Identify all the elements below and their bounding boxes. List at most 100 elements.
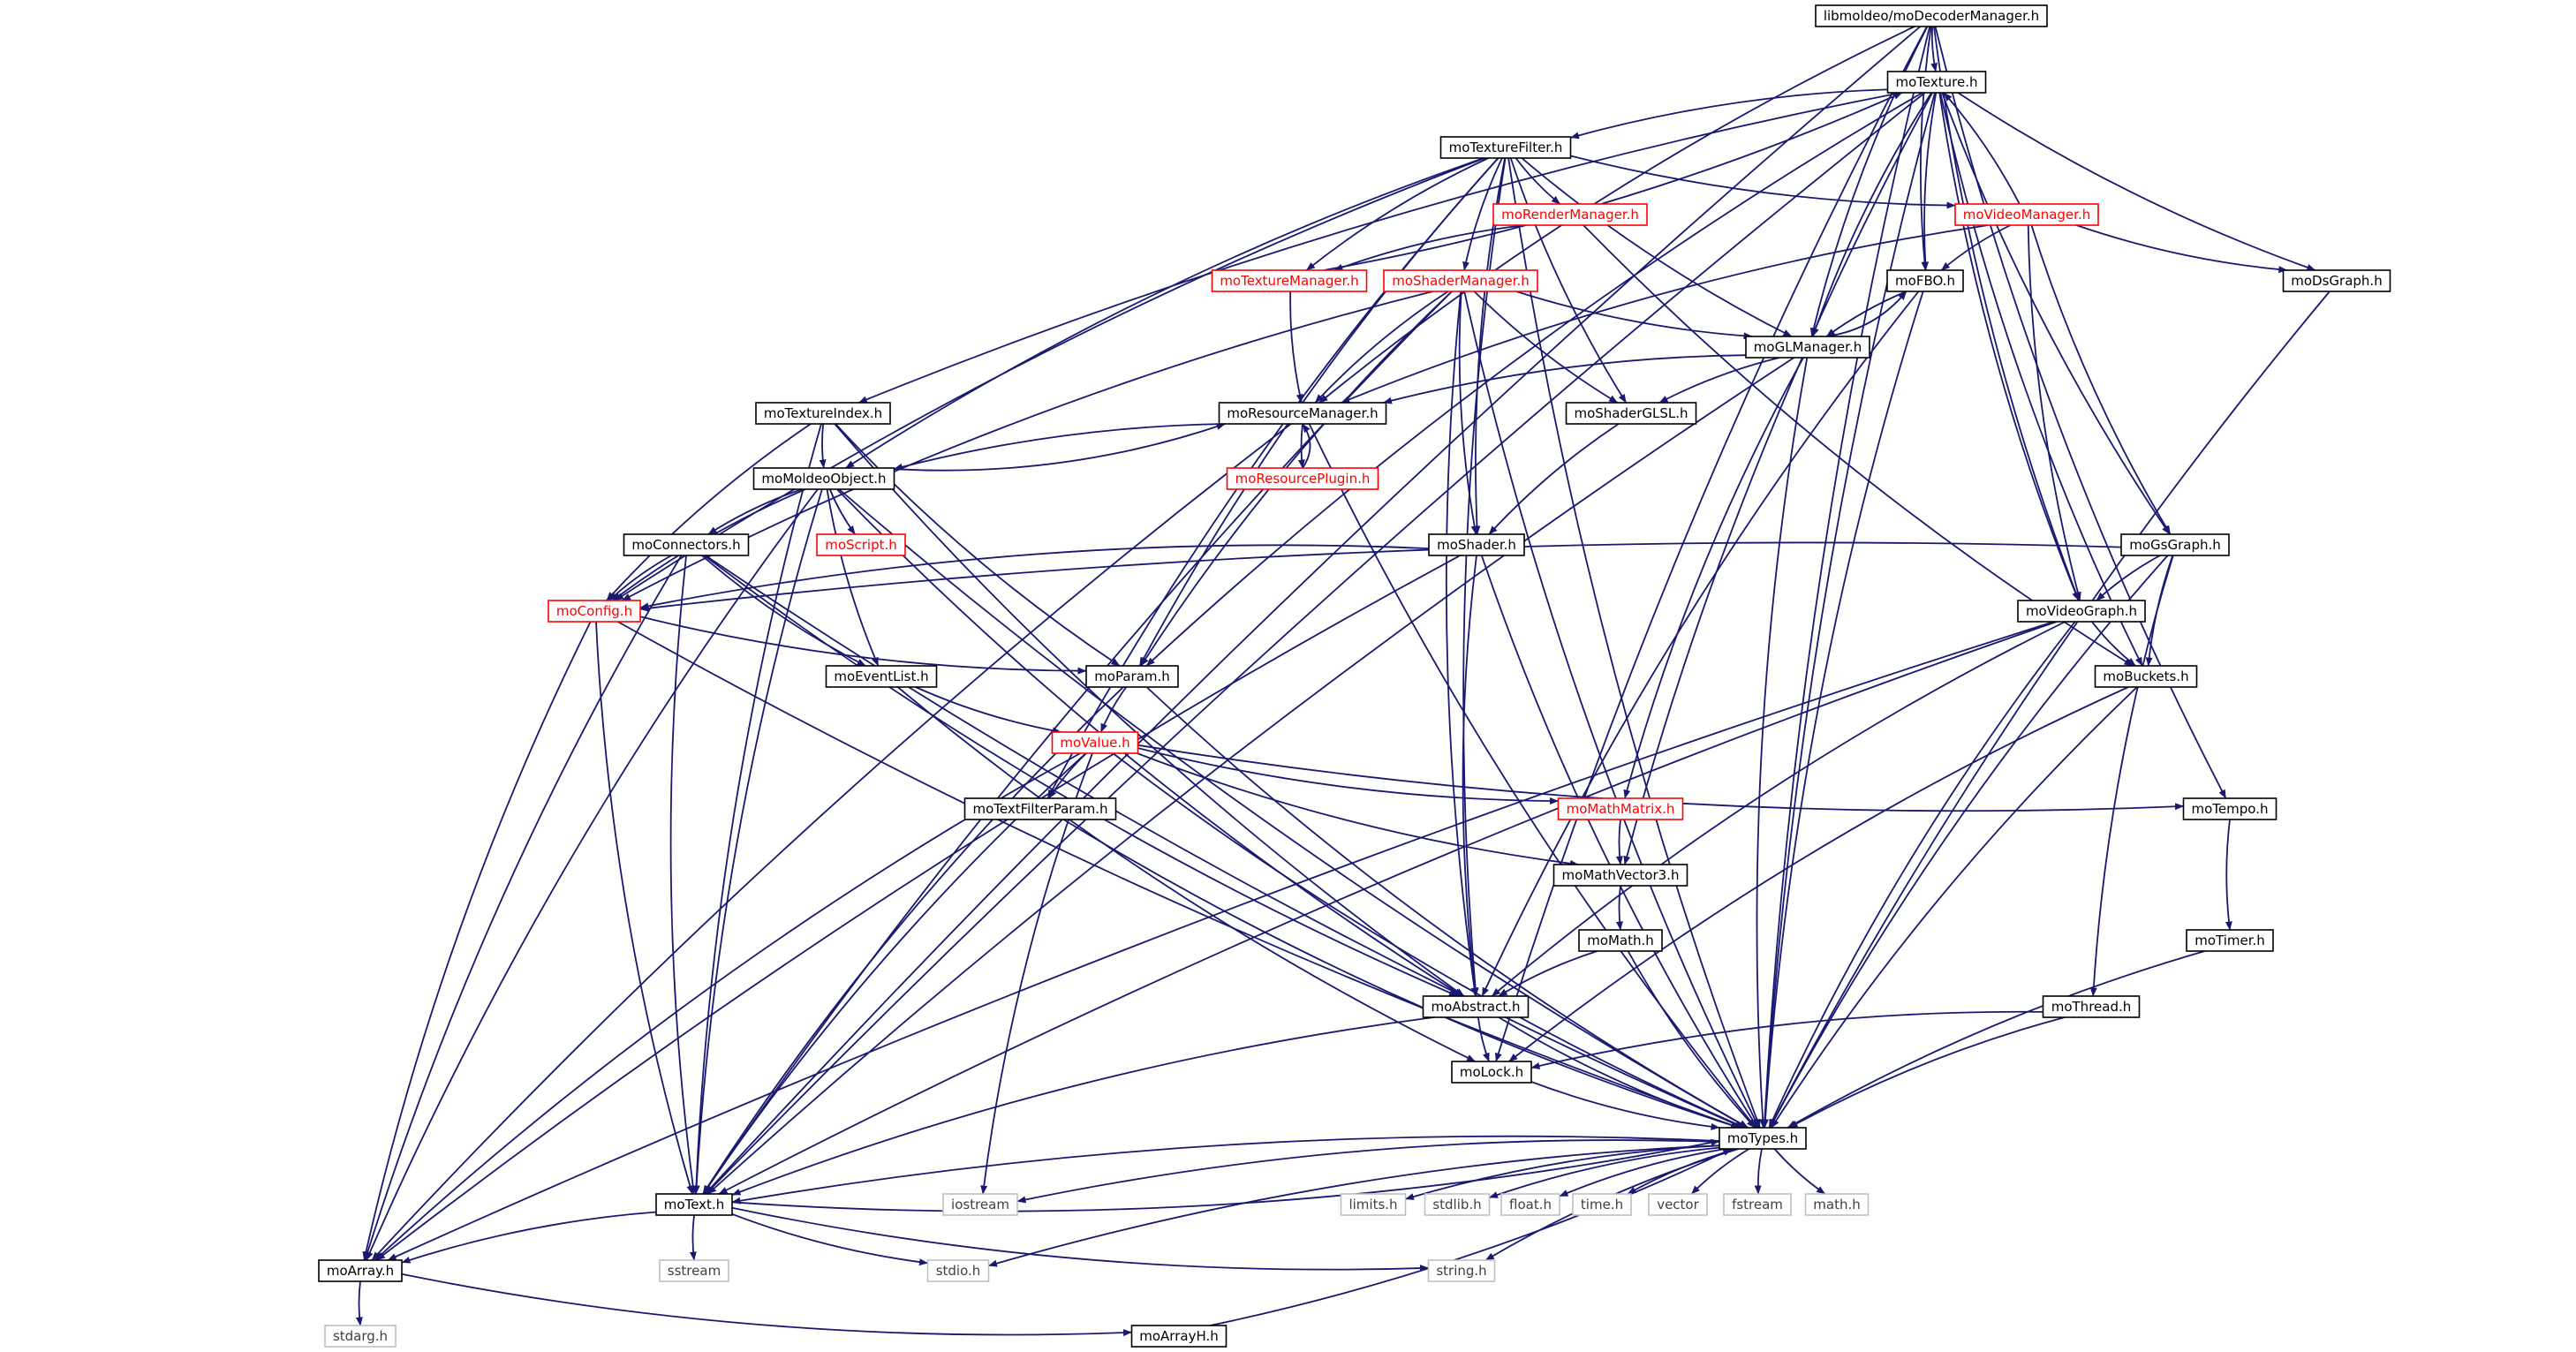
node-box — [1422, 995, 1530, 1018]
node-mathvector3[interactable]: moMathVector3.h — [1552, 864, 1688, 887]
node-shader[interactable]: moShader.h — [1428, 533, 1525, 556]
node-root[interactable]: libmoldeo/moDecoderManager.h — [1815, 4, 2048, 27]
edge-videomanager-to-fbo — [1940, 224, 2011, 271]
edge-root-to-lock — [1494, 26, 1928, 1062]
node-param[interactable]: moParam.h — [1085, 665, 1179, 688]
node-box — [2182, 797, 2278, 820]
edge-shaderglsl-to-shader — [1488, 423, 1620, 535]
edge-texture-to-param — [1145, 92, 1923, 667]
edge-gsgraph-to-thread — [2089, 555, 2174, 997]
node-textureindex[interactable]: moTextureIndex.h — [755, 402, 891, 425]
node-box — [1500, 1193, 1560, 1216]
edge-videomanager-to-resourcemanager — [1341, 224, 1989, 404]
node-thread[interactable]: moThread.h — [2042, 995, 2141, 1018]
node-videomanager[interactable]: moVideoManager.h — [1954, 203, 2099, 226]
edge-texture-to-texturefilter — [1570, 88, 1888, 140]
edge-lock-to-types — [1530, 1081, 1720, 1130]
node-label: moConnectors.h — [631, 537, 740, 553]
node-textfilterparam[interactable]: moTextFilterParam.h — [963, 797, 1117, 820]
edge-videograph-to-array — [387, 621, 2054, 1261]
node-label: moRenderManager.h — [1501, 207, 1639, 223]
node-label: moTextureManager.h — [1220, 273, 1358, 289]
node-box — [816, 533, 906, 556]
node-box — [1218, 402, 1387, 425]
edge-config-to-text — [595, 621, 694, 1195]
node-texturemanager[interactable]: moTextureManager.h — [1211, 269, 1368, 292]
edge-types-to-iostream — [1016, 1139, 1720, 1204]
node-script[interactable]: moScript.h — [816, 533, 906, 556]
node-resourcemanager[interactable]: moResourceManager.h — [1218, 402, 1387, 425]
node-rendermanager[interactable]: moRenderManager.h — [1492, 203, 1648, 226]
edge-videograph-to-buckets — [2091, 621, 2136, 667]
edge-tempo-to-timer — [2225, 819, 2232, 931]
edge-dsgraph-to-types — [1769, 291, 2330, 1129]
edge-types-to-stdio — [988, 1144, 1720, 1267]
edge-moldeoobject-to-types — [838, 488, 1749, 1129]
edge-moldeoobject-to-array — [366, 488, 819, 1261]
node-arrayh[interactable]: moArrayH.h — [1130, 1325, 1228, 1348]
node-eventlist[interactable]: moEventList.h — [825, 665, 938, 688]
node-math[interactable]: moMath.h — [1578, 929, 1663, 952]
edge-root-to-videograph — [1933, 26, 2080, 601]
node-moldeoobject[interactable]: moMoldeoObject.h — [752, 467, 895, 490]
node-array[interactable]: moArray.h — [318, 1259, 403, 1282]
node-timer[interactable]: moTimer.h — [2186, 929, 2274, 952]
node-box — [1552, 864, 1688, 887]
node-connectors[interactable]: moConnectors.h — [623, 533, 750, 556]
edge-textureindex-to-moldeoobject — [819, 423, 827, 469]
node-box — [1745, 336, 1870, 359]
edge-param-to-types — [1145, 686, 1749, 1129]
edge-types-to-float — [1559, 1148, 1726, 1197]
edge-array-to-arrayh — [401, 1273, 1132, 1337]
node-abstract[interactable]: moAbstract.h — [1422, 995, 1530, 1018]
node-dsgraph[interactable]: moDsGraph.h — [2282, 269, 2391, 292]
node-texturefilter[interactable]: moTextureFilter.h — [1439, 136, 1572, 159]
node-mathmatrix[interactable]: moMathMatrix.h — [1557, 797, 1684, 820]
node-label: string.h — [1436, 1263, 1486, 1279]
node-lock[interactable]: moLock.h — [1451, 1061, 1532, 1084]
node-fbo[interactable]: moFBO.h — [1886, 269, 1964, 292]
node-box — [1578, 929, 1663, 952]
node-box — [2017, 600, 2146, 623]
node-shaderglsl[interactable]: moShaderGLSL.h — [1565, 402, 1697, 425]
node-resourceplugin[interactable]: moResourcePlugin.h — [1226, 467, 1379, 490]
edge-thread-to-lock — [1530, 1010, 2043, 1069]
edge-shader-to-array — [375, 555, 1461, 1261]
node-text[interactable]: moText.h — [655, 1193, 733, 1216]
edge-texturefilter-to-videomanager — [1570, 155, 1956, 209]
edge-value-to-array — [374, 752, 1081, 1261]
edge-moldeoobject-to-resourcemanager — [894, 423, 1226, 472]
edge-text-to-sstream — [689, 1214, 697, 1261]
edge-config-to-types — [617, 621, 1740, 1129]
node-glmanager[interactable]: moGLManager.h — [1745, 336, 1870, 359]
edge-text-to-array — [401, 1211, 657, 1264]
node-label: moTextureIndex.h — [764, 405, 882, 421]
edge-root-to-tempo — [1934, 26, 2227, 799]
edge-math-to-types — [1627, 950, 1756, 1129]
node-gsgraph[interactable]: moGsGraph.h — [2120, 533, 2230, 556]
node-config[interactable]: moConfig.h — [548, 600, 641, 623]
node-box — [1130, 1325, 1228, 1348]
node-videograph[interactable]: moVideoGraph.h — [2017, 600, 2146, 623]
node-shadermanager[interactable]: moShaderManager.h — [1383, 269, 1538, 292]
edge-glmanager-to-text — [706, 357, 1794, 1195]
node-box — [926, 1259, 990, 1282]
edge-fbo-to-types — [1761, 291, 1924, 1129]
node-box — [942, 1193, 1018, 1216]
node-buckets[interactable]: moBuckets.h — [2094, 665, 2198, 688]
node-texture[interactable]: moTexture.h — [1886, 71, 1987, 94]
node-types[interactable]: moTypes.h — [1719, 1127, 1807, 1150]
node-string: string.h — [1427, 1259, 1496, 1282]
edge-array-to-stdarg — [355, 1280, 363, 1326]
node-label: moTempo.h — [2192, 801, 2269, 817]
node-box — [1051, 731, 1139, 754]
node-label: moShaderManager.h — [1392, 273, 1530, 289]
node-value[interactable]: moValue.h — [1051, 731, 1139, 754]
node-label: moShader.h — [1437, 537, 1516, 553]
node-tempo[interactable]: moTempo.h — [2182, 797, 2278, 820]
edge-root-to-text — [704, 26, 1922, 1195]
edge-texture-to-dsgraph — [1957, 92, 2316, 271]
node-label: sstream — [668, 1263, 721, 1279]
edge-glmanager-to-types — [1756, 357, 1809, 1129]
node-label: iostream — [951, 1197, 1009, 1212]
